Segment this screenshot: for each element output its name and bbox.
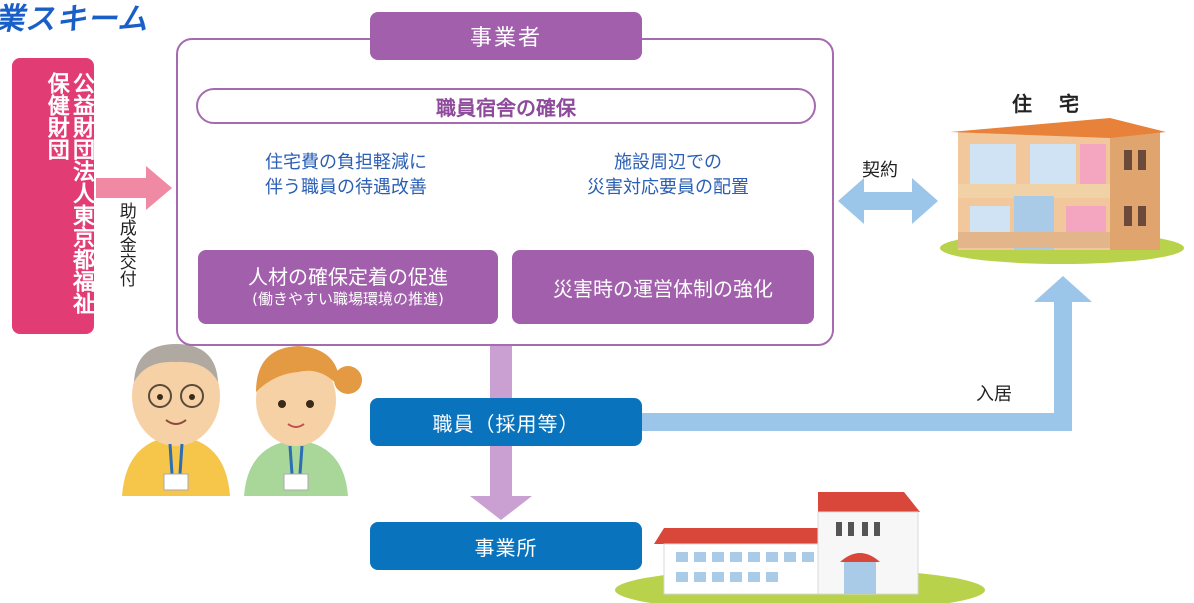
operator-box: 事業者 (370, 12, 642, 60)
move-in-label: 入居 (976, 384, 1012, 405)
housing-label: 住 宅 (1012, 92, 1089, 116)
effect-left-line1: 住宅費の負担軽減に (265, 152, 427, 173)
arrow-operator-to-staff (490, 346, 512, 398)
effect-right-line2: 災害対応要員の配置 (587, 177, 749, 199)
dormitory-box: 職員宿舎の確保 (196, 88, 816, 124)
effect-left: 住宅費の負担軽減に 伴う職員の待遇改善 (226, 150, 466, 200)
grant-arrow (96, 166, 172, 210)
outcome-left-sub: (働きやすい職場環境の推進) (252, 290, 444, 309)
outcome-left-box: 人材の確保定着の促進 (働きやすい職場環境の推進) (198, 250, 498, 324)
contract-double-arrow (838, 178, 938, 224)
contract-label: 契約 (862, 160, 898, 181)
effect-right-line1: 施設周辺での (614, 152, 722, 173)
house-illustration (940, 118, 1184, 264)
move-in-arrow (642, 276, 1092, 431)
office-box: 事業所 (370, 522, 642, 570)
page-title: 業スキーム (0, 2, 149, 37)
arrow-staff-to-office (470, 446, 532, 520)
effect-right: 施設周辺での 災害対応要員の配置 (548, 150, 788, 200)
staff-figures-illustration (122, 344, 362, 496)
staff-box: 職員（採用等） (370, 398, 642, 446)
funder-box: 公益財団法人東京都福祉保健財団 (12, 58, 94, 334)
grant-label: 助成金交付 (115, 202, 136, 287)
effect-left-line2: 伴う職員の待遇改善 (265, 177, 427, 199)
outcome-left-main: 人材の確保定着の促進 (248, 265, 448, 290)
outcome-right-box: 災害時の運営体制の強化 (512, 250, 814, 324)
office-building-illustration (615, 492, 985, 603)
